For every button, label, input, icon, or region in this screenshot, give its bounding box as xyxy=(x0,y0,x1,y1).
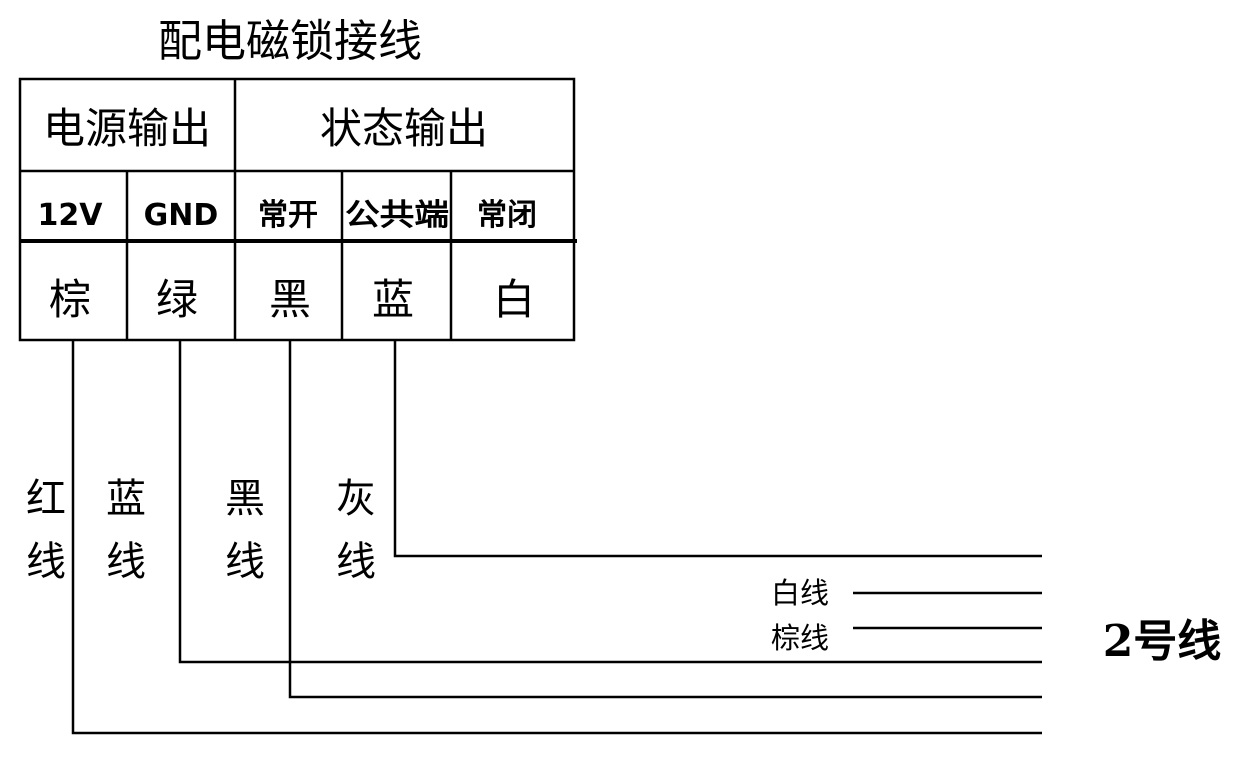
wire-label-brown: 棕线 xyxy=(771,621,829,655)
terminal-label-gnd: GND xyxy=(144,198,219,233)
terminal-color-com: 蓝 xyxy=(372,275,414,324)
wire-label-blue-2: 线 xyxy=(106,539,146,585)
terminal-label-com: 公共端 xyxy=(345,198,449,233)
diagram-title: 配电磁锁接线 xyxy=(158,16,422,67)
wire-label-gray-2: 线 xyxy=(336,539,376,585)
wire-label-gray-1: 灰 xyxy=(336,476,376,522)
wire-black xyxy=(288,340,1042,699)
terminal-color-12v: 棕 xyxy=(49,275,91,324)
wiring-lines xyxy=(71,340,1042,735)
wire-blue xyxy=(178,340,1042,664)
cable-label: 2号线 xyxy=(1103,616,1222,667)
wire-red xyxy=(71,340,1042,735)
terminal-label-nc: 常闭 xyxy=(477,198,537,233)
wire-label-white: 白线 xyxy=(771,576,829,610)
wire-gray xyxy=(393,340,1042,558)
table-border xyxy=(18,77,576,342)
terminal-label-no: 常开 xyxy=(258,198,318,233)
wire-label-red-2: 线 xyxy=(26,539,66,585)
terminal-color-nc: 白 xyxy=(493,275,535,324)
terminal-color-gnd: 绿 xyxy=(156,275,198,324)
wire-label-red-1: 红 xyxy=(26,476,66,522)
group-label-status-output: 状态输出 xyxy=(320,104,488,153)
wire-label-blue-1: 蓝 xyxy=(106,476,146,522)
wire-labels: 红 线 蓝 线 黑 线 灰 线 白线 棕线 xyxy=(26,476,829,655)
wire-label-black-2: 线 xyxy=(225,539,265,585)
terminal-table: 电源输出 状态输出 12V GND 常开 公共端 常闭 棕 绿 黑 蓝 白 xyxy=(18,77,577,342)
wire-label-black-1: 黑 xyxy=(225,476,265,522)
terminal-label-12v: 12V xyxy=(38,198,104,233)
group-label-power-output: 电源输出 xyxy=(43,104,211,153)
terminal-color-no: 黑 xyxy=(269,275,311,324)
